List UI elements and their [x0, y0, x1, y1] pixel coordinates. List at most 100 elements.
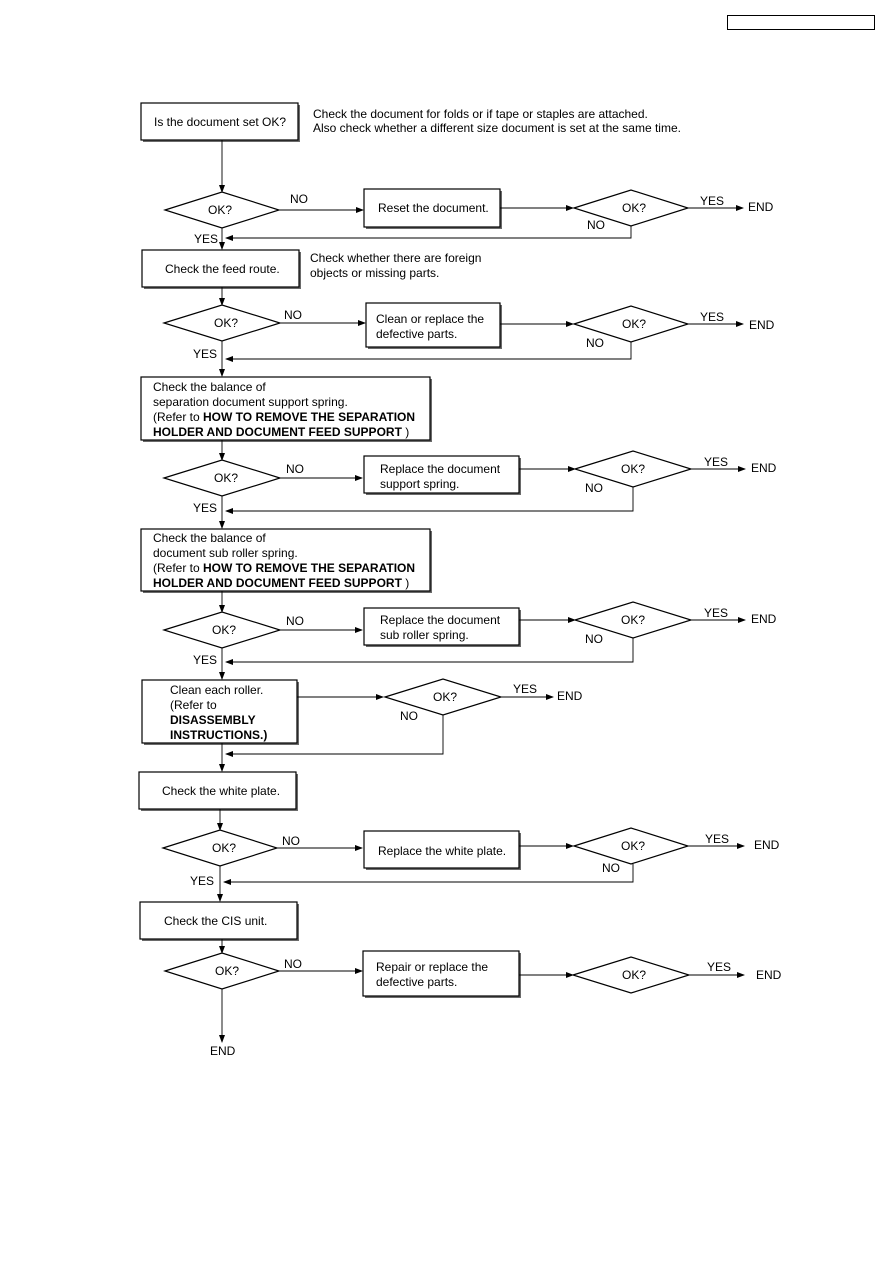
step-0-end-label: END	[748, 200, 774, 214]
step-2-line-2-seg-0: (Refer to	[153, 410, 203, 424]
step-4-line-1: (Refer to	[170, 698, 217, 712]
step-3-fix-line-0: Replace the document	[380, 613, 501, 627]
step-0-decision-label: OK?	[208, 203, 232, 217]
step-0-yes-label: YES	[194, 232, 218, 246]
step-2-line-2-seg-1: HOW TO REMOVE THE SEPARATION	[203, 410, 415, 424]
step-3-fix-box	[363, 607, 520, 646]
step-6-check-decision-label: OK?	[622, 968, 646, 982]
step-2-line-3: HOLDER AND DOCUMENT FEED SUPPORT )	[153, 425, 409, 439]
step-2-fix-box	[363, 455, 520, 494]
step-2-yes-label: YES	[193, 501, 217, 515]
step-1-return-line	[225, 342, 632, 362]
step-3-line-3-seg-1: )	[402, 576, 409, 590]
step-3-check-yes-label: YES	[704, 606, 728, 620]
step-1-box	[141, 249, 300, 288]
step-3-line-2-seg-1: HOW TO REMOVE THE SEPARATION	[203, 561, 415, 575]
final-end-label: END	[210, 1044, 236, 1058]
step-2-fix-line-0: Replace the document	[380, 462, 501, 476]
step-6-fix-line-0: Repair or replace the	[376, 960, 488, 974]
step-6-no-label: NO	[284, 957, 302, 971]
step-4-no-label: NO	[400, 709, 418, 723]
step-3-line-1: document sub roller spring.	[153, 546, 298, 560]
step-3-line-3: HOLDER AND DOCUMENT FEED SUPPORT )	[153, 576, 409, 590]
step-0-fix-line-0: Reset the document.	[378, 201, 489, 215]
step-2-line-3-seg-1: )	[402, 425, 409, 439]
step-1-fix-box	[365, 302, 501, 348]
step-2-check-decision-label: OK?	[621, 462, 645, 476]
step-1-fix-line-0: Clean or replace the	[376, 312, 484, 326]
step-1-end-label: END	[749, 318, 775, 332]
step-6-line-0: Check the CIS unit.	[164, 914, 267, 928]
step-2-fix-line-1: support spring.	[380, 477, 459, 491]
step-1-no-label: NO	[284, 308, 302, 322]
step-4-line-0: Clean each roller.	[170, 683, 263, 697]
step-2-line-0-seg-0: Check the balance of	[153, 380, 266, 394]
step-3-check-no-label: NO	[585, 632, 603, 646]
document-code-box	[727, 15, 875, 30]
step-1-yes-label: YES	[193, 347, 217, 361]
step-3-fix-line-1: sub roller spring.	[380, 628, 469, 642]
step-2-no-label: NO	[286, 462, 304, 476]
step-3-check-decision-label: OK?	[621, 613, 645, 627]
step-2-check-no-label: NO	[585, 481, 603, 495]
step-5-return-line	[223, 864, 634, 885]
step-6-fix-line-1: defective parts.	[376, 975, 457, 989]
step-1-fix-line-1: defective parts.	[376, 327, 457, 341]
step-4-return-line	[225, 715, 444, 757]
step-0-line-0-seg-0: Is the document set OK?	[154, 115, 286, 129]
step-5-decision-label: OK?	[212, 841, 236, 855]
step-3-box	[140, 528, 431, 592]
step-1-check-no-label: NO	[586, 336, 604, 350]
step-4-line-2-seg-0: DISASSEMBLY	[170, 713, 256, 727]
step-4-line-0-seg-0: Clean each roller.	[170, 683, 263, 697]
step-1-decision-label: OK?	[214, 316, 238, 330]
step-2-decision-label: OK?	[214, 471, 238, 485]
step-4-line-3: INSTRUCTIONS.)	[170, 728, 267, 742]
step-1-check-decision-label: OK?	[622, 317, 646, 331]
step-1-line-0-seg-0: Check the feed route.	[165, 262, 280, 276]
step-6-box	[139, 901, 298, 940]
step-2-line-2: (Refer to HOW TO REMOVE THE SEPARATION	[153, 410, 415, 424]
step-1-note-line-1: objects or missing parts.	[310, 266, 439, 280]
step-2-return-line	[225, 487, 634, 514]
step-3-decision-label: OK?	[212, 623, 236, 637]
step-4-yes-label: YES	[513, 682, 537, 696]
step-0-note-line-1: Also check whether a different size docu…	[313, 121, 681, 135]
step-4-line-1-seg-0: (Refer to	[170, 698, 217, 712]
step-6-fix-box	[362, 950, 520, 997]
step-3-line-1-seg-0: document sub roller spring.	[153, 546, 298, 560]
step-5-fix-line-0: Replace the white plate.	[378, 844, 506, 858]
step-0-fix-box	[363, 188, 501, 228]
step-1-line-0: Check the feed route.	[165, 262, 280, 276]
step-0-no-label: NO	[290, 192, 308, 206]
step-6-end-label: END	[756, 968, 782, 982]
step-5-line-0-seg-0: Check the white plate.	[162, 784, 280, 798]
step-3-line-2: (Refer to HOW TO REMOVE THE SEPARATION	[153, 561, 415, 575]
step-5-check-no-label: NO	[602, 861, 620, 875]
step-2-line-3-seg-0: HOLDER AND DOCUMENT FEED SUPPORT	[153, 425, 403, 439]
step-0-check-yes-label: YES	[700, 194, 724, 208]
step-3-line-3-seg-0: HOLDER AND DOCUMENT FEED SUPPORT	[153, 576, 403, 590]
step-5-check-decision-label: OK?	[621, 839, 645, 853]
step-0-box	[140, 102, 299, 141]
step-2-box	[140, 376, 431, 441]
step-2-end-label: END	[751, 461, 777, 475]
step-2-line-0: Check the balance of	[153, 380, 266, 394]
step-4-line-2: DISASSEMBLY	[170, 713, 256, 727]
step-3-yes-label: YES	[193, 653, 217, 667]
step-5-line-0: Check the white plate.	[162, 784, 280, 798]
step-0-line-0: Is the document set OK?	[154, 115, 286, 129]
step-1-check-yes-label: YES	[700, 310, 724, 324]
step-1-note-line-0: Check whether there are foreign	[310, 251, 481, 265]
step-3-line-2-seg-0: (Refer to	[153, 561, 203, 575]
step-5-end-label: END	[754, 838, 780, 852]
step-2-check-yes-label: YES	[704, 455, 728, 469]
step-6-line-0-seg-0: Check the CIS unit.	[164, 914, 267, 928]
step-0-check-no-label: NO	[587, 218, 605, 232]
step-5-no-label: NO	[282, 834, 300, 848]
step-6-decision-label: OK?	[215, 964, 239, 978]
step-4-end-label: END	[557, 689, 583, 703]
step-3-no-label: NO	[286, 614, 304, 628]
step-6-check-yes-label: YES	[707, 960, 731, 974]
